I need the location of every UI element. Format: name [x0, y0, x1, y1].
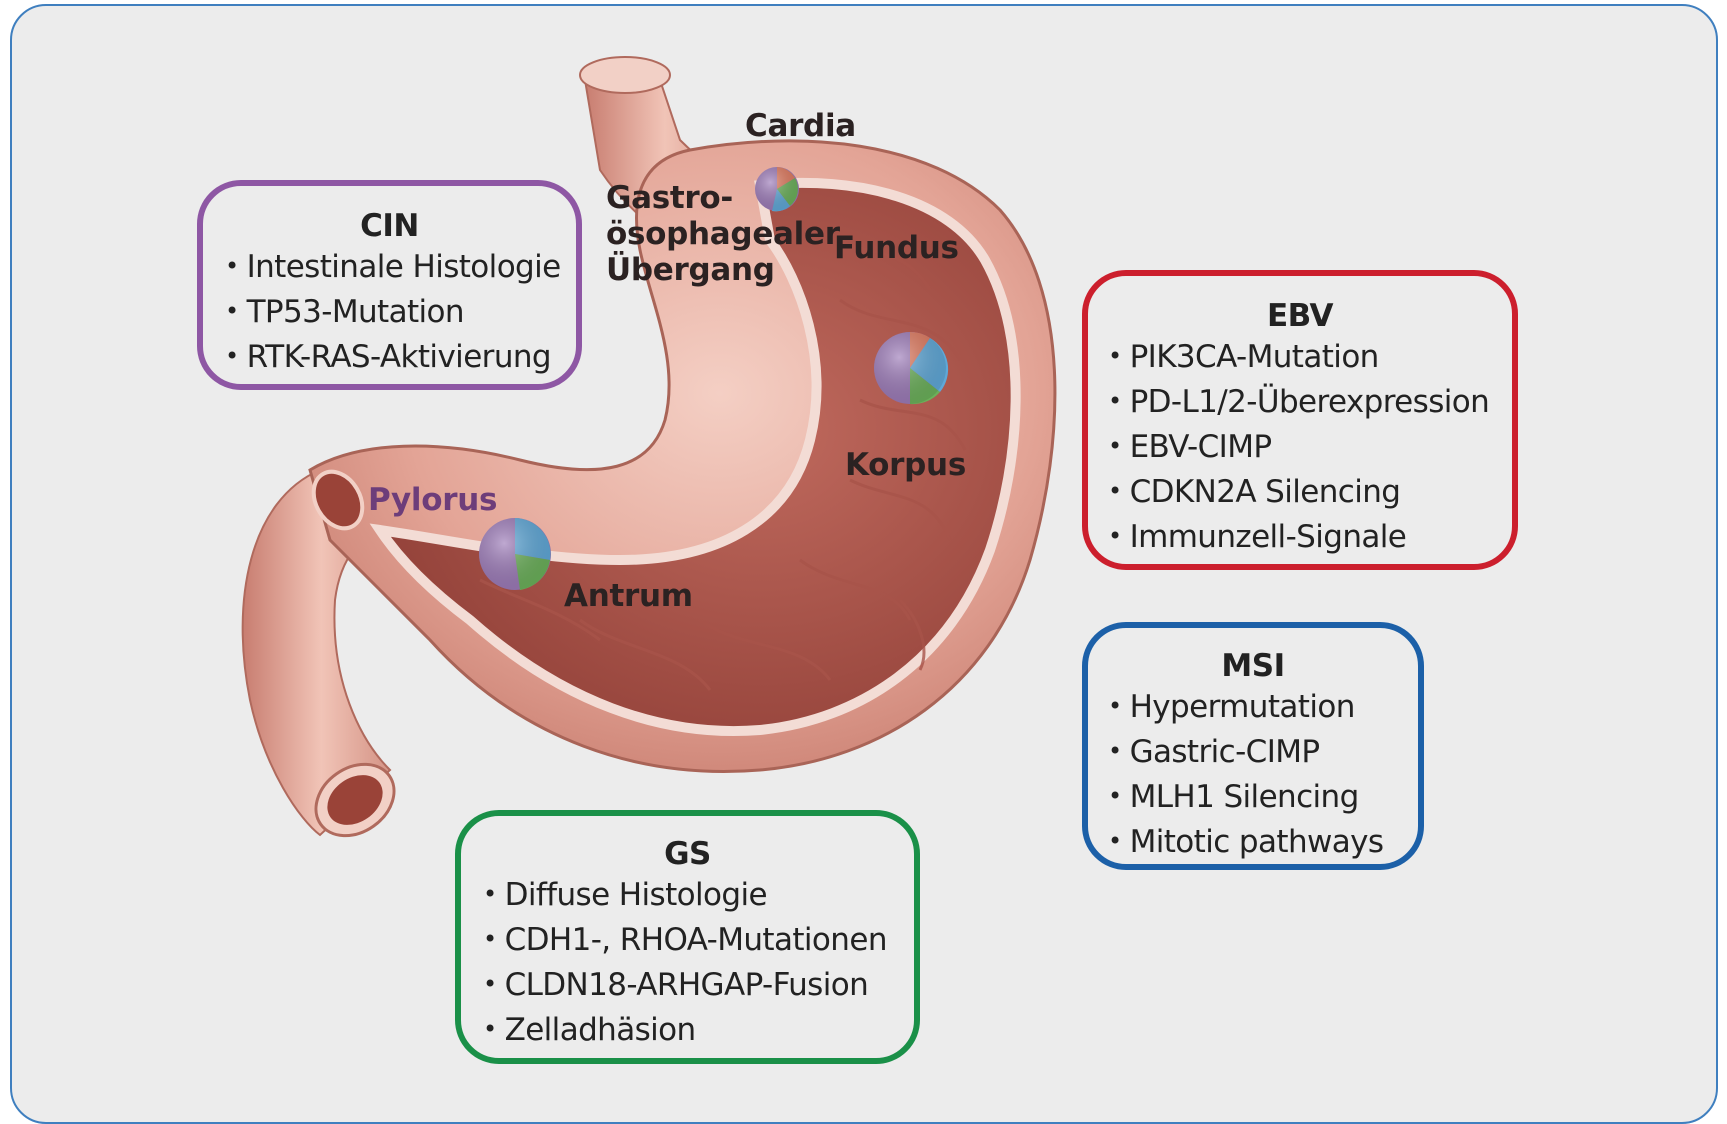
- gs-title: GS: [483, 834, 892, 874]
- ebv-box: EBV PIK3CA-Mutation PD-L1/2-Überexpressi…: [1082, 270, 1518, 570]
- cin-item: Intestinale Histologie: [225, 246, 576, 291]
- msi-box: MSI Hypermutation Gastric-CIMP MLH1 Sile…: [1082, 622, 1424, 870]
- ebv-item: CDKN2A Silencing: [1108, 471, 1512, 516]
- gs-list: Diffuse Histologie CDH1-, RHOA-Mutatione…: [483, 874, 914, 1054]
- ebv-item: Immunzell-Signale: [1108, 516, 1512, 561]
- cin-list: Intestinale Histologie TP53-Mutation RTK…: [225, 246, 576, 381]
- cin-item: TP53-Mutation: [225, 291, 576, 336]
- ebv-item: PIK3CA-Mutation: [1108, 336, 1512, 381]
- ebv-item: PD-L1/2-Überexpression: [1108, 381, 1512, 426]
- cin-box: CIN Intestinale Histologie TP53-Mutation…: [197, 180, 582, 390]
- ebv-list: PIK3CA-Mutation PD-L1/2-Überexpression E…: [1108, 336, 1512, 561]
- label-fundus: Fundus: [834, 230, 959, 266]
- label-gej-line2: ösophagealer: [606, 216, 840, 252]
- cin-title: CIN: [225, 206, 554, 246]
- gs-item: Diffuse Histologie: [483, 874, 914, 919]
- gs-item: Zelladhäsion: [483, 1009, 914, 1054]
- msi-item: Gastric-CIMP: [1108, 731, 1418, 776]
- label-antrum: Antrum: [564, 578, 693, 614]
- pie-marker-antrum: [479, 518, 551, 590]
- label-pylorus: Pylorus: [368, 482, 497, 518]
- label-korpus: Korpus: [845, 447, 966, 483]
- gs-item: CDH1-, RHOA-Mutationen: [483, 919, 914, 964]
- cin-item: RTK-RAS-Aktivierung: [225, 336, 576, 381]
- msi-list: Hypermutation Gastric-CIMP MLH1 Silencin…: [1108, 686, 1418, 866]
- label-cardia: Cardia: [745, 108, 856, 144]
- gs-item: CLDN18-ARHGAP-Fusion: [483, 964, 914, 1009]
- msi-item: Mitotic pathways: [1108, 821, 1418, 866]
- label-gej-line3: Übergang: [606, 252, 775, 288]
- msi-title: MSI: [1108, 646, 1398, 686]
- pie-marker-cardia: [755, 167, 799, 211]
- msi-item: Hypermutation: [1108, 686, 1418, 731]
- label-gej-line1: Gastro-: [606, 180, 733, 216]
- msi-item: MLH1 Silencing: [1108, 776, 1418, 821]
- ebv-item: EBV-CIMP: [1108, 426, 1512, 471]
- ebv-title: EBV: [1108, 296, 1492, 336]
- gs-box: GS Diffuse Histologie CDH1-, RHOA-Mutati…: [455, 810, 920, 1064]
